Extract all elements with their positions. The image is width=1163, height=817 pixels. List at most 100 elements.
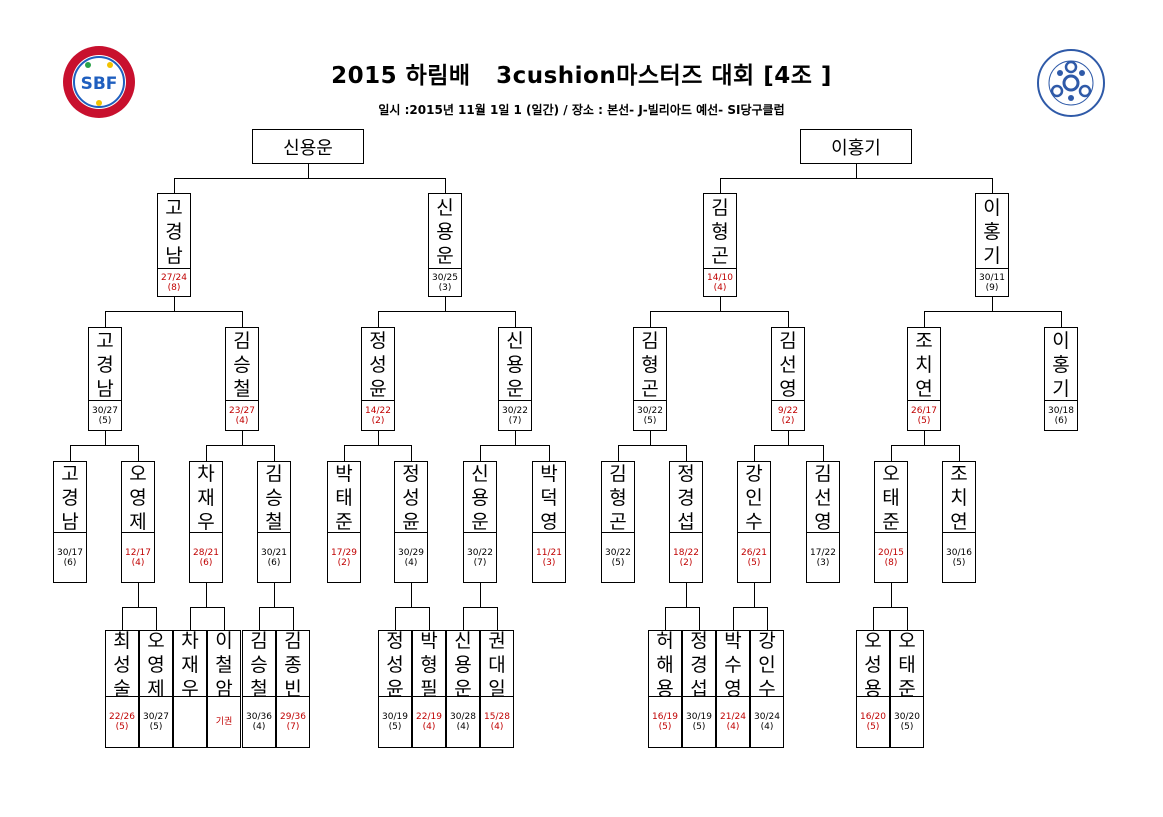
bracket-connector-line: [618, 445, 619, 462]
bracket-connector-line: [665, 607, 666, 631]
bracket-connector-line: [515, 311, 516, 328]
bracket-connector-line: [344, 445, 412, 446]
match-score: 22/26(5): [106, 696, 138, 747]
bracket-connector-line: [650, 311, 651, 328]
bracket-connector-line: [754, 445, 824, 446]
average-value: (7): [286, 722, 300, 732]
bracket-connector-line: [463, 607, 464, 631]
bracket-connector-line: [618, 445, 687, 446]
bracket-connector-line: [378, 311, 516, 312]
bracket-connector-line: [411, 583, 412, 608]
sbf-logo-text: SBF: [81, 74, 118, 94]
average-value: (8): [884, 557, 898, 568]
average-value: (4): [252, 722, 266, 732]
average-value: (5): [98, 415, 112, 426]
bracket-connector-line: [206, 445, 207, 462]
bracket-connector-line: [720, 297, 721, 312]
bracket-connector-line: [480, 445, 550, 446]
bracket-connector-line: [429, 607, 430, 631]
score-value: 30/22: [637, 405, 663, 416]
score-value: 30/17: [57, 547, 83, 558]
bracket-connector-line: [105, 311, 243, 312]
bracket-connector-line: [754, 583, 755, 608]
bracket-connector-line: [733, 607, 768, 608]
bracket-connector-line: [259, 607, 294, 608]
score-value: 20/15: [878, 547, 904, 558]
bracket-connector-line: [122, 607, 157, 608]
bracket-connector-line: [754, 445, 755, 462]
score-value: 12/17: [125, 547, 151, 558]
bracket-connector-line: [206, 583, 207, 608]
score-value: 26/17: [911, 405, 937, 416]
average-value: (2): [371, 415, 385, 426]
match-score: 26/17(5): [908, 400, 940, 430]
bracket-connector-line: [686, 583, 687, 608]
match-score: 9/22(2): [772, 400, 804, 430]
match-score: 30/28(4): [447, 696, 479, 747]
average-value: (4): [726, 722, 740, 732]
average-value: (4): [713, 282, 727, 293]
bracket-connector-line: [308, 164, 309, 179]
sbf-logo-icon: SBF: [62, 45, 136, 119]
bracket-connector-line: [105, 431, 106, 446]
bracket-connector-line: [650, 431, 651, 446]
score-value: 29/36: [280, 712, 306, 722]
average-value: (6): [63, 557, 77, 568]
average-value: (5): [611, 557, 625, 568]
bracket-connector-line: [549, 445, 550, 462]
bracket-connector-line: [720, 178, 721, 194]
average-value: (5): [747, 557, 761, 568]
score-value: 30/22: [605, 547, 631, 558]
bracket-connector-line: [720, 178, 993, 179]
bracket-connector-line: [378, 431, 379, 446]
score-value: 16/19: [652, 712, 678, 722]
bracket-connector-line: [823, 445, 824, 462]
bracket-connector-line: [891, 445, 960, 446]
match-score: 14/10(4): [704, 268, 736, 296]
average-value: (4): [760, 722, 774, 732]
event-info: 일시 :2015년 11월 1일 1 (일간) / 장소 : 본선- J-빌리아…: [378, 103, 785, 117]
bracket-connector-line: [378, 311, 379, 328]
score-value: 기권: [215, 717, 233, 727]
average-value: (4): [490, 722, 504, 732]
bracket-connector-line: [767, 607, 768, 631]
bracket-connector-line: [70, 445, 71, 462]
bracket-connector-line: [1061, 311, 1062, 328]
bracket-connector-line: [445, 178, 446, 194]
average-value: (4): [131, 557, 145, 568]
bracket-connector-line: [411, 445, 412, 462]
average-value: (2): [679, 557, 693, 568]
